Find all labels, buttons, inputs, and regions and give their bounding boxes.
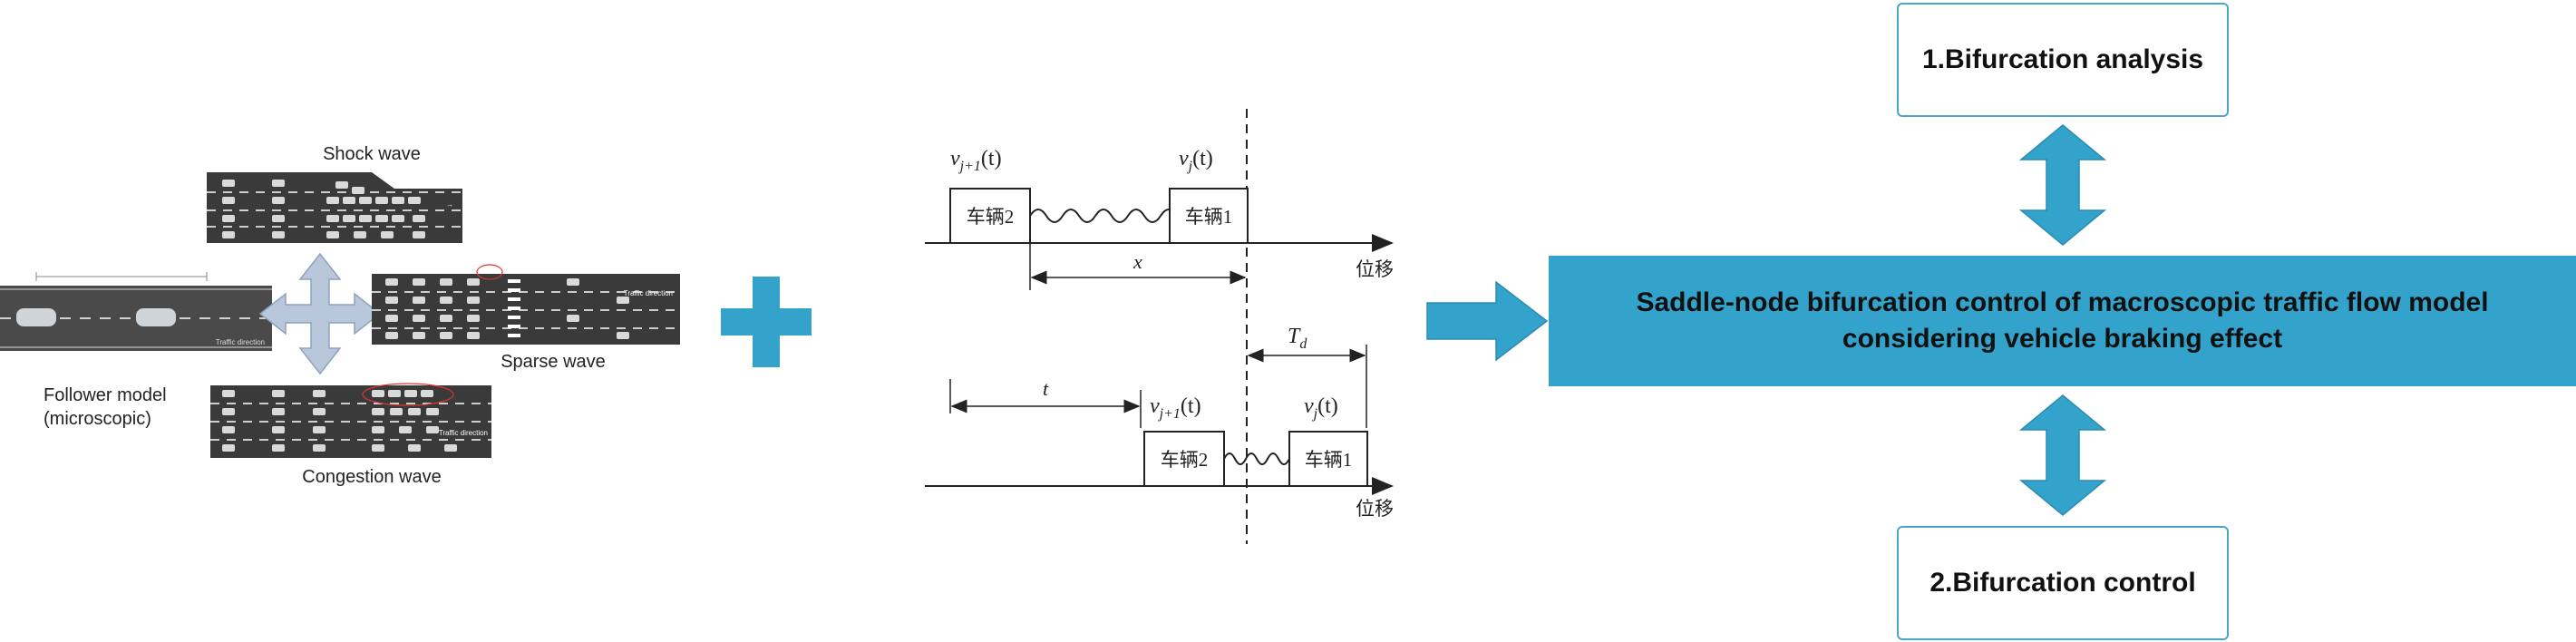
bifurcation-analysis-label: 1.Bifurcation analysis (1921, 44, 2204, 74)
svg-text:Traffic direction: Traffic direction (439, 429, 488, 437)
plus-icon (721, 277, 812, 367)
right-arrow-icon (1426, 280, 1549, 362)
shock-wave-road: → (207, 172, 462, 243)
bottom-follower-velocity: vj+1(t) (1150, 394, 1201, 422)
svg-text:Traffic direction: Traffic direction (624, 289, 673, 297)
bottom-car-2-label: 车辆2 (1161, 449, 1209, 471)
bottom-leader-velocity: vj(t) (1304, 394, 1338, 422)
congestion-wave-road: Traffic direction (210, 383, 491, 458)
double-arrow-bottom-icon (2018, 394, 2107, 516)
top-axis-label: 位移 (1356, 258, 1394, 280)
main-title-line2: considering vehicle braking effect (1842, 324, 2283, 354)
sparse-wave-label: Sparse wave (501, 352, 606, 372)
top-spring (1029, 209, 1194, 223)
top-car-2-label: 车辆2 (967, 206, 1015, 228)
x-distance-label: x (1132, 250, 1142, 273)
svg-text:→: → (446, 200, 453, 209)
bottom-car-1-label: 车辆1 (1305, 449, 1353, 471)
t-time-label: t (1043, 377, 1049, 400)
shock-wave-label: Shock wave (323, 144, 421, 164)
traffic-direction-label: Traffic direction (216, 338, 265, 346)
follower-model-label: Follower model (44, 385, 167, 405)
bottom-axis-label: 位移 (1356, 498, 1394, 520)
sparse-wave-road: Traffic direction (372, 264, 680, 345)
top-car-2 (949, 188, 1031, 244)
follower-model-road (0, 272, 272, 351)
four-way-arrow-icon (258, 252, 382, 375)
bifurcation-analysis-box: 1.Bifurcation analysis (1897, 3, 2229, 117)
double-arrow-top-icon (2018, 124, 2107, 246)
bottom-spring (1223, 452, 1290, 465)
main-title-line1: Saddle-node bifurcation control of macro… (1636, 287, 2489, 317)
car-following-diagram: vj+1(t) vj(t) 车辆2 车辆1 位移 x Td t vj+1(t) … (925, 109, 1394, 544)
top-car-1-label: 车辆1 (1185, 206, 1233, 228)
main-title-box: Saddle-node bifurcation control of macro… (1549, 256, 2576, 386)
congestion-wave-label: Congestion wave (302, 467, 441, 487)
bifurcation-control-label: 2.Bifurcation control (1930, 568, 2196, 598)
traffic-waves-illustration: → Shock wave Traffic direction Follower … (0, 144, 680, 487)
top-leader-velocity: vj(t) (1179, 147, 1213, 174)
bifurcation-control-box: 2.Bifurcation control (1897, 526, 2229, 640)
td-label: Td (1288, 325, 1307, 352)
bottom-car-1 (1288, 431, 1368, 487)
top-follower-velocity: vj+1(t) (950, 147, 1002, 174)
follower-model-sublabel: (microscopic) (44, 409, 151, 429)
